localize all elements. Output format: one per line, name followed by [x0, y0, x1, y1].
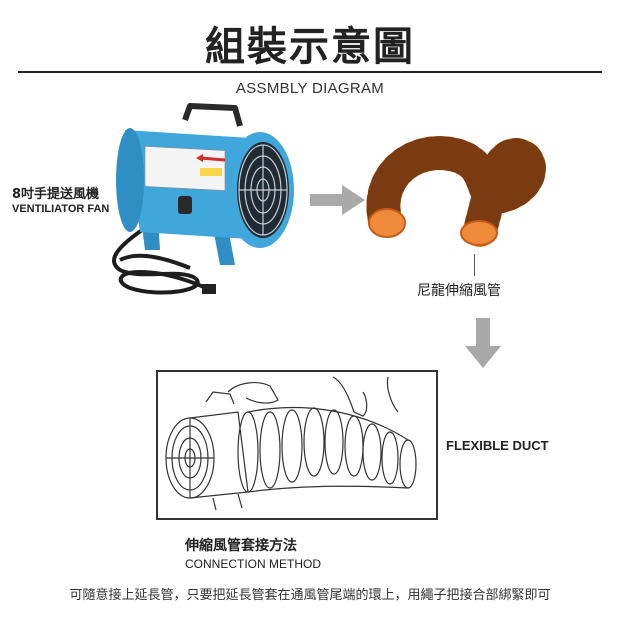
- page-subtitle: ASSMBLY DIAGRAM: [235, 80, 385, 97]
- connection-method-title-zh: 伸縮風管套接方法: [185, 538, 297, 554]
- instruction-note: 可隨意接上延長管，只要把延長管套在通風管尾端的環上，用繩子把接合部綁緊即可: [69, 588, 551, 603]
- fan-label-en: VENTILIATOR FAN: [12, 203, 110, 215]
- arrow-right-icon: [310, 185, 365, 215]
- hose-label-zh: 尼龍伸縮風管: [417, 283, 501, 299]
- arrow-down-icon: [465, 318, 501, 368]
- hose-leader-line: [474, 254, 475, 276]
- fan-image: [112, 103, 294, 295]
- page-title: 組裝示意圖: [205, 24, 415, 70]
- fan-label-zh: 8吋手提送風機: [12, 187, 100, 202]
- hose-image: [366, 136, 546, 247]
- flexible-duct-label: FLEXIBLE DUCT: [446, 438, 549, 453]
- title-divider: [18, 71, 602, 73]
- connection-diagram-frame: [156, 370, 438, 520]
- connection-sketch: [165, 376, 417, 511]
- connection-method-title-en: CONNECTION METHOD: [185, 557, 321, 571]
